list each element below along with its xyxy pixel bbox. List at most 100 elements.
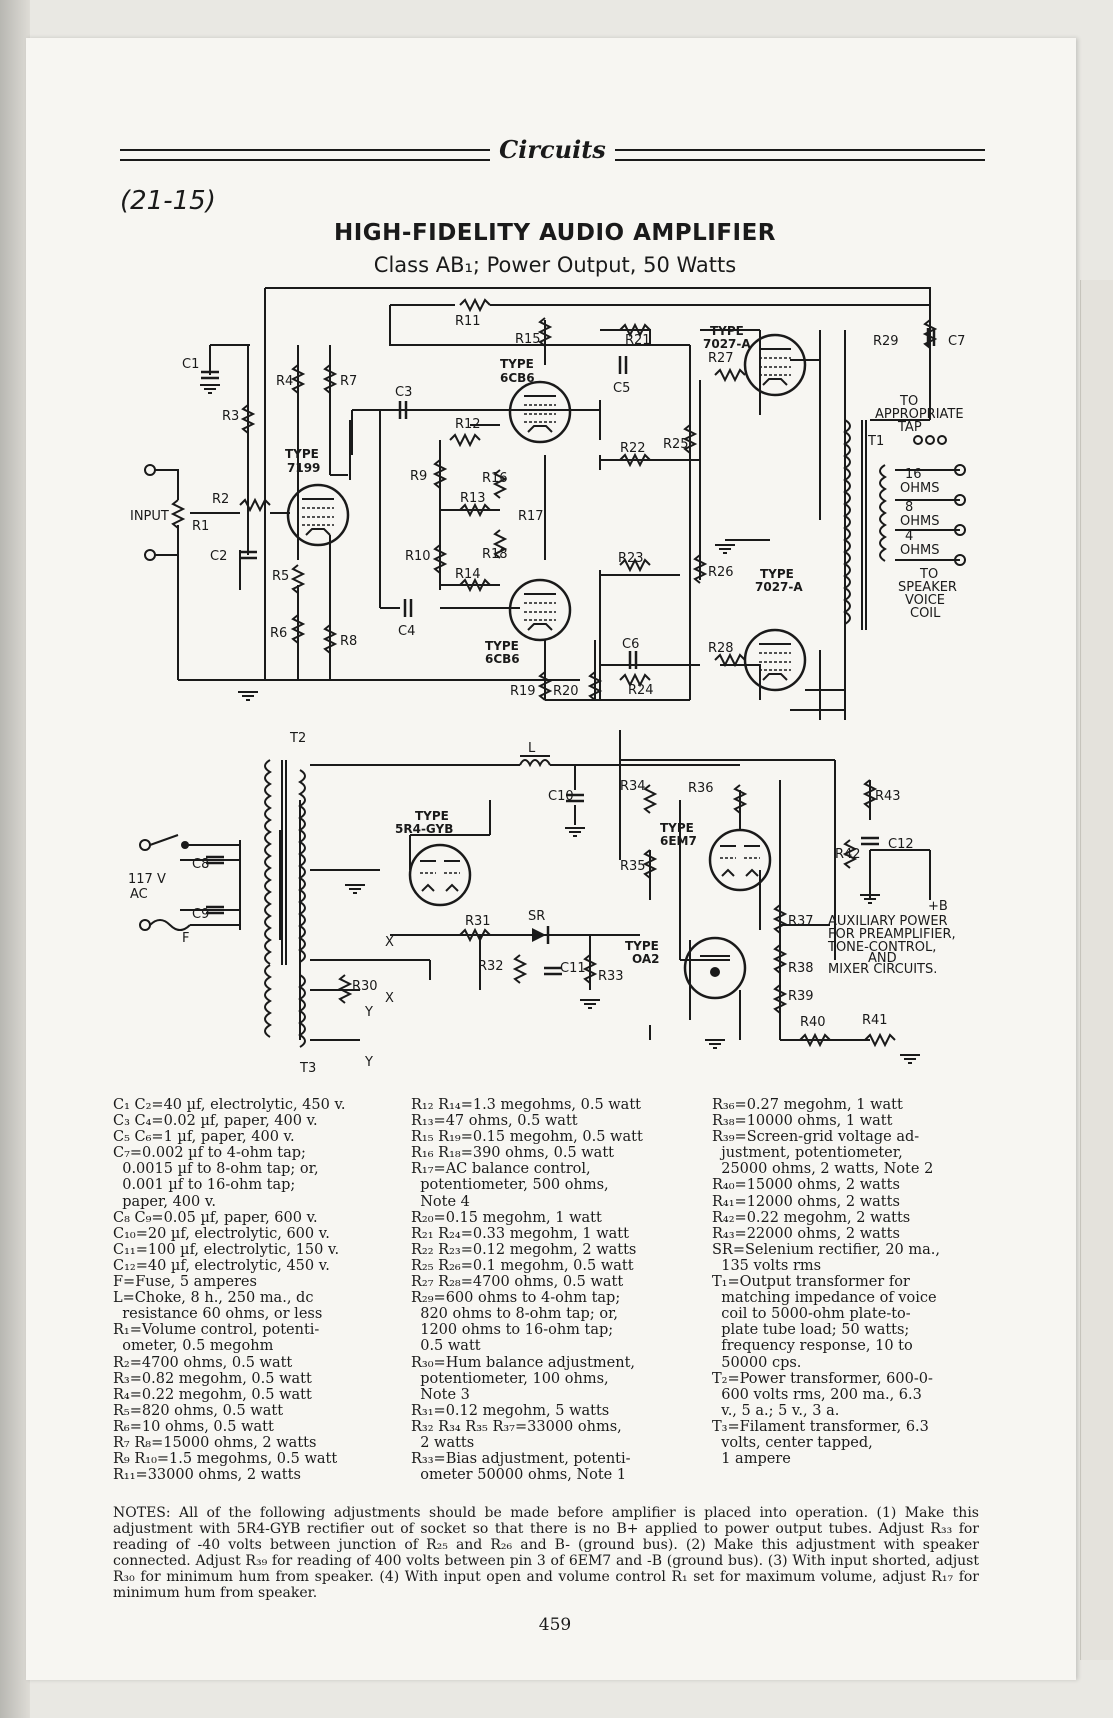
aux-line-4: AND	[868, 951, 897, 966]
figure-title: HIGH-FIDELITY AUDIO AMPLIFIER	[333, 220, 777, 246]
parts-list-entry: potentiometer, 100 ohms,	[411, 1370, 609, 1387]
r42-label: R42	[835, 847, 861, 862]
tube-7199-type-label: TYPE	[285, 447, 319, 461]
ground-symbol	[344, 884, 366, 894]
x-terminal-label: X	[385, 935, 394, 950]
r3-label: R3	[222, 409, 239, 424]
parts-list-entry: R₃₈=10000 ohms, 1 watt	[712, 1113, 893, 1130]
input-label: INPUT	[130, 509, 169, 524]
inductor-choke-l	[519, 759, 551, 768]
ohms-8-word: OHMS	[900, 514, 939, 529]
r37-label: R37	[788, 914, 814, 929]
choke-label: L	[528, 741, 536, 756]
ohms-4-label: 4	[905, 529, 913, 544]
capacitor-c12	[859, 836, 881, 846]
y-terminal-label: Y	[364, 1055, 373, 1070]
r6-label: R6	[270, 626, 287, 641]
parts-list-entry: C₁ C₂=40 µf, electrolytic, 450 v.	[113, 1097, 346, 1113]
speaker-terminal-16	[954, 464, 966, 476]
r33-label: R33	[598, 969, 624, 984]
r17-label: R17	[518, 509, 544, 524]
r26-label: R26	[708, 565, 734, 580]
r23-label: R23	[618, 551, 644, 566]
resistor-r1	[172, 499, 184, 529]
tube-6cb6-upper-type-label: TYPE	[500, 357, 534, 371]
resistor-r27	[714, 369, 746, 381]
parts-list-entry: 50000 cps.	[712, 1354, 802, 1371]
figure-subtitle: Class AB₁; Power Output, 50 Watts	[373, 253, 737, 277]
r32-label: R32	[478, 959, 504, 974]
parts-list-entry: C₁₂=40 µf, electrolytic, 450 v.	[113, 1257, 330, 1274]
header-rule-left	[120, 149, 490, 161]
transformer-t1	[843, 419, 887, 630]
tube-7027a-lower	[743, 628, 807, 692]
schematic-wiring	[155, 287, 960, 1041]
parts-list-entry: R₃₀=Hum balance adjustment,	[411, 1354, 636, 1371]
capacitor-c6	[628, 649, 638, 671]
tube-oa2-name-label: OA2	[632, 952, 660, 966]
ohms-8-label: 8	[905, 500, 913, 515]
r2-label: R2	[212, 492, 229, 507]
parts-list-entry: R₄₃=22000 ohms, 2 watts	[712, 1225, 900, 1242]
r34-label: R34	[620, 779, 646, 794]
parts-list-entry: R₁₆ R₁₈=390 ohms, 0.5 watt	[411, 1145, 614, 1162]
speaker-terminal-common	[954, 554, 966, 566]
tube-7027a-lower-name-label: 7027-A	[755, 580, 803, 594]
running-header: Circuits	[95, 135, 995, 175]
r5-label: R5	[272, 569, 289, 584]
parts-list-entry: R₁₃=47 ohms, 0.5 watt	[411, 1113, 578, 1130]
parts-list-entry: 1 ampere	[712, 1451, 791, 1468]
r39-label: R39	[788, 989, 814, 1004]
book-binding-shadow	[0, 0, 30, 1718]
r40-label: R40	[800, 1015, 826, 1030]
parts-list-entry: resistance 60 ohms, or less	[113, 1306, 323, 1323]
ground-symbol	[199, 384, 221, 394]
c1-label: C1	[182, 357, 199, 372]
fuse	[139, 919, 240, 931]
c10-label: C10	[548, 789, 574, 804]
r4-label: R4	[276, 374, 293, 389]
speaker-label: SPEAKER	[898, 580, 957, 595]
parts-list-entry: T₁=Output transformer for	[712, 1274, 910, 1291]
parts-list-entry: SR=Selenium rectifier, 20 ma.,	[712, 1241, 940, 1258]
aux-line-5: MIXER CIRCUITS.	[828, 962, 937, 977]
parts-list-entry: R₅=820 ohms, 0.5 watt	[113, 1402, 284, 1419]
tube-6cb6-upper-name-label: 6CB6	[500, 371, 535, 385]
parts-list-entry: R₄₀=15000 ohms, 2 watts	[712, 1177, 900, 1194]
parts-list-entry: 0.0015 µf to 8-ohm tap; or,	[113, 1161, 319, 1178]
c7-label: C7	[948, 334, 965, 349]
r18-label: R18	[482, 547, 508, 562]
parts-list-entry: justment, potentiometer,	[712, 1145, 903, 1162]
parts-list-entry: paper, 400 v.	[113, 1193, 216, 1210]
c8-label: C8	[192, 857, 209, 872]
section-title: Circuits	[499, 135, 606, 164]
ohms-16-word: OHMS	[900, 481, 939, 496]
c11-label: C11	[560, 961, 586, 976]
adjustment-notes: NOTES: All of the following adjustments …	[113, 1505, 979, 1601]
capacitor-c5	[618, 354, 628, 376]
parts-list-entry: 2 watts	[411, 1434, 475, 1451]
r27-label: R27	[708, 351, 734, 366]
parts-list-entry: T₃=Filament transformer, 6.3	[712, 1418, 929, 1435]
tube-6em7-name-label: 6EM7	[660, 834, 697, 848]
parts-list-entry: 820 ohms to 8-ohm tap; or,	[411, 1306, 619, 1323]
resistor-r12	[449, 434, 481, 446]
parts-list-entry: R₄=0.22 megohm, 0.5 watt	[113, 1386, 312, 1403]
next-page-edge	[1080, 280, 1113, 1660]
tap-label: TAP	[897, 420, 922, 435]
ground-symbol	[714, 544, 736, 554]
parts-list-entry: R₁₁=33000 ohms, 2 watts	[113, 1467, 301, 1484]
parts-list-column-1: C₁ C₂=40 µf, electrolytic, 450 v.C₃ C₄=0…	[113, 1097, 403, 1483]
mains-volts-label: 117 V	[128, 872, 166, 887]
parts-list-entry: 600 volts rms, 200 ma., 6.3	[712, 1386, 922, 1403]
parts-list-entry: R₂₁ R₂₄=0.33 megohm, 1 watt	[411, 1225, 629, 1242]
parts-list-entry: coil to 5000-ohm plate-to-	[712, 1306, 911, 1323]
r41-label: R41	[862, 1013, 888, 1028]
r10-label: R10	[405, 549, 431, 564]
parts-list-entry: R₃₉=Screen-grid voltage ad-	[712, 1129, 920, 1146]
r13-label: R13	[460, 491, 486, 506]
r14-label: R14	[455, 567, 481, 582]
to-speaker-label: TO	[919, 567, 938, 582]
tube-5r4-type-label: TYPE	[415, 809, 449, 823]
c9-label: C9	[192, 907, 209, 922]
